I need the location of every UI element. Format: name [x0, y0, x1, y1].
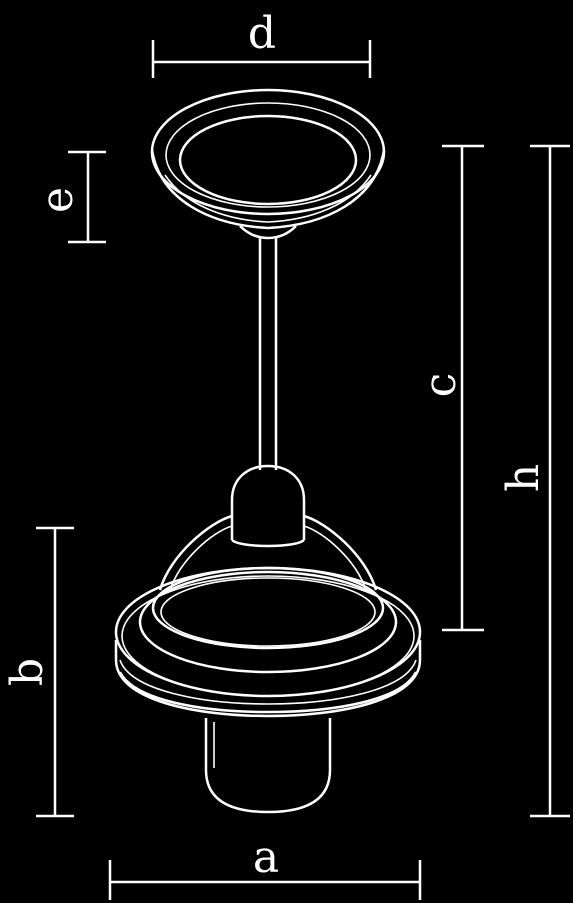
dimension-e: e	[32, 150, 106, 244]
dimension-d: d	[151, 8, 372, 78]
dimension-label-a: a	[253, 832, 279, 883]
dimension-label-b: b	[2, 658, 53, 686]
suspension-rod	[258, 236, 278, 470]
dimension-label-c: c	[415, 373, 466, 398]
ceiling-canopy	[150, 88, 386, 240]
dimension-label-d: d	[248, 8, 276, 59]
dimension-h: h	[498, 144, 570, 818]
dimension-c: c	[415, 144, 484, 632]
dimension-label-e: e	[32, 187, 83, 213]
dimension-a: a	[108, 832, 422, 900]
shade-rings	[114, 566, 422, 718]
glass-globe	[204, 718, 332, 814]
dimension-b: b	[2, 526, 74, 818]
rod-connector	[230, 464, 306, 548]
dimension-label-h: h	[498, 464, 549, 492]
